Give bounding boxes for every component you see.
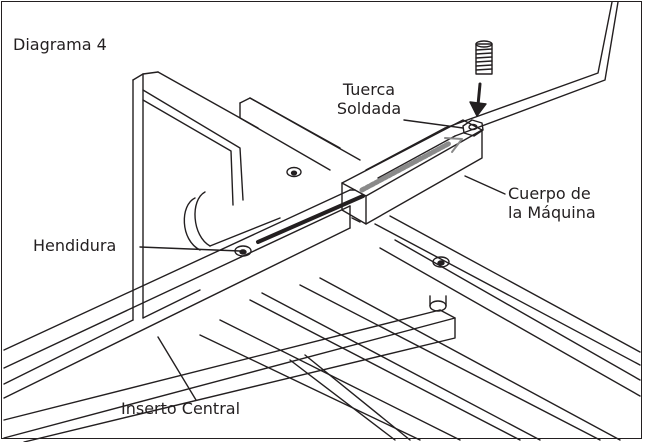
central-insert xyxy=(3,189,356,399)
label-welded-nut-line1: Tuerca xyxy=(342,80,396,99)
diagram-title: Diagrama 4 xyxy=(13,35,107,54)
right-rails xyxy=(374,215,641,397)
bolt xyxy=(475,40,493,75)
label-central-insert: Inserto Central xyxy=(121,399,241,418)
label-slot: Hendidura xyxy=(33,236,117,255)
label-machine-body: Cuerpo de la Máquina xyxy=(508,184,596,222)
insertion-path xyxy=(359,137,463,193)
label-welded-nut-line2: Soldada xyxy=(336,99,402,118)
leader-lines xyxy=(139,119,506,401)
misc-frame xyxy=(3,289,411,441)
welded-nut xyxy=(462,119,484,137)
label-machine-body-line2: la Máquina xyxy=(508,203,596,222)
floor-slats xyxy=(199,277,621,441)
rear-rails xyxy=(183,97,361,251)
label-machine-body-line1: Cuerpo de xyxy=(508,184,591,203)
down-arrow xyxy=(469,82,487,117)
insert-direction-line xyxy=(256,194,365,244)
lower-crossbar xyxy=(3,295,456,442)
machine-body xyxy=(341,119,483,225)
holes xyxy=(234,166,450,268)
label-welded-nut: Tuerca Soldada xyxy=(334,80,404,118)
